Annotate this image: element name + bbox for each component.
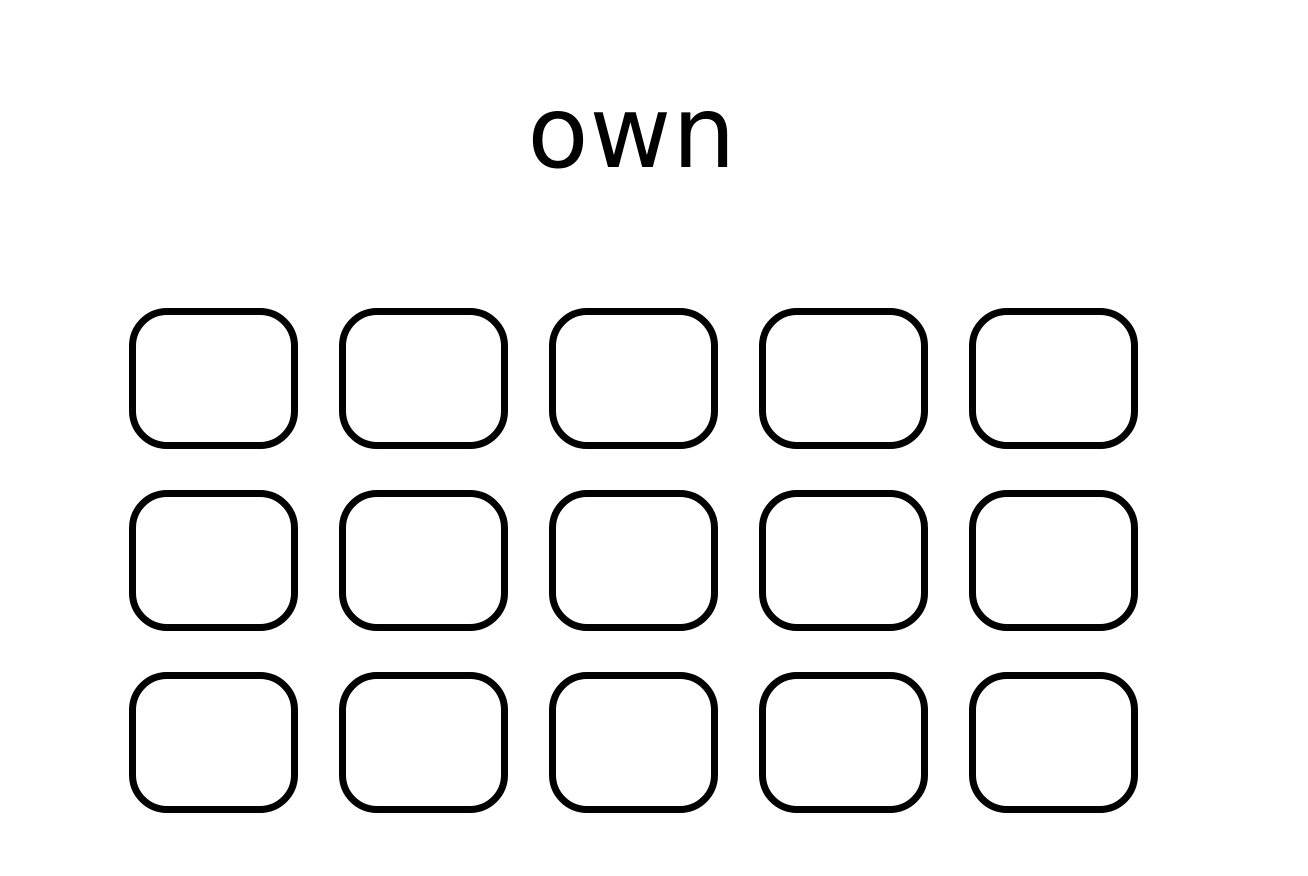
tile-r1-c4[interactable] — [759, 308, 928, 449]
tile-r3-c5[interactable] — [969, 672, 1138, 813]
tile-r2-c3[interactable] — [549, 490, 718, 631]
tile-r1-c3[interactable] — [549, 308, 718, 449]
tile-grid — [129, 308, 1138, 813]
tile-r2-c4[interactable] — [759, 490, 928, 631]
tile-r1-c5[interactable] — [969, 308, 1138, 449]
tile-r2-c1[interactable] — [129, 490, 298, 631]
tile-r2-c2[interactable] — [339, 490, 508, 631]
tile-r3-c2[interactable] — [339, 672, 508, 813]
tile-r3-c1[interactable] — [129, 672, 298, 813]
tile-r1-c1[interactable] — [129, 308, 298, 449]
tile-r1-c2[interactable] — [339, 308, 508, 449]
prompt-word: own — [527, 74, 737, 191]
tile-r3-c4[interactable] — [759, 672, 928, 813]
tile-r2-c5[interactable] — [969, 490, 1138, 631]
tile-r3-c3[interactable] — [549, 672, 718, 813]
